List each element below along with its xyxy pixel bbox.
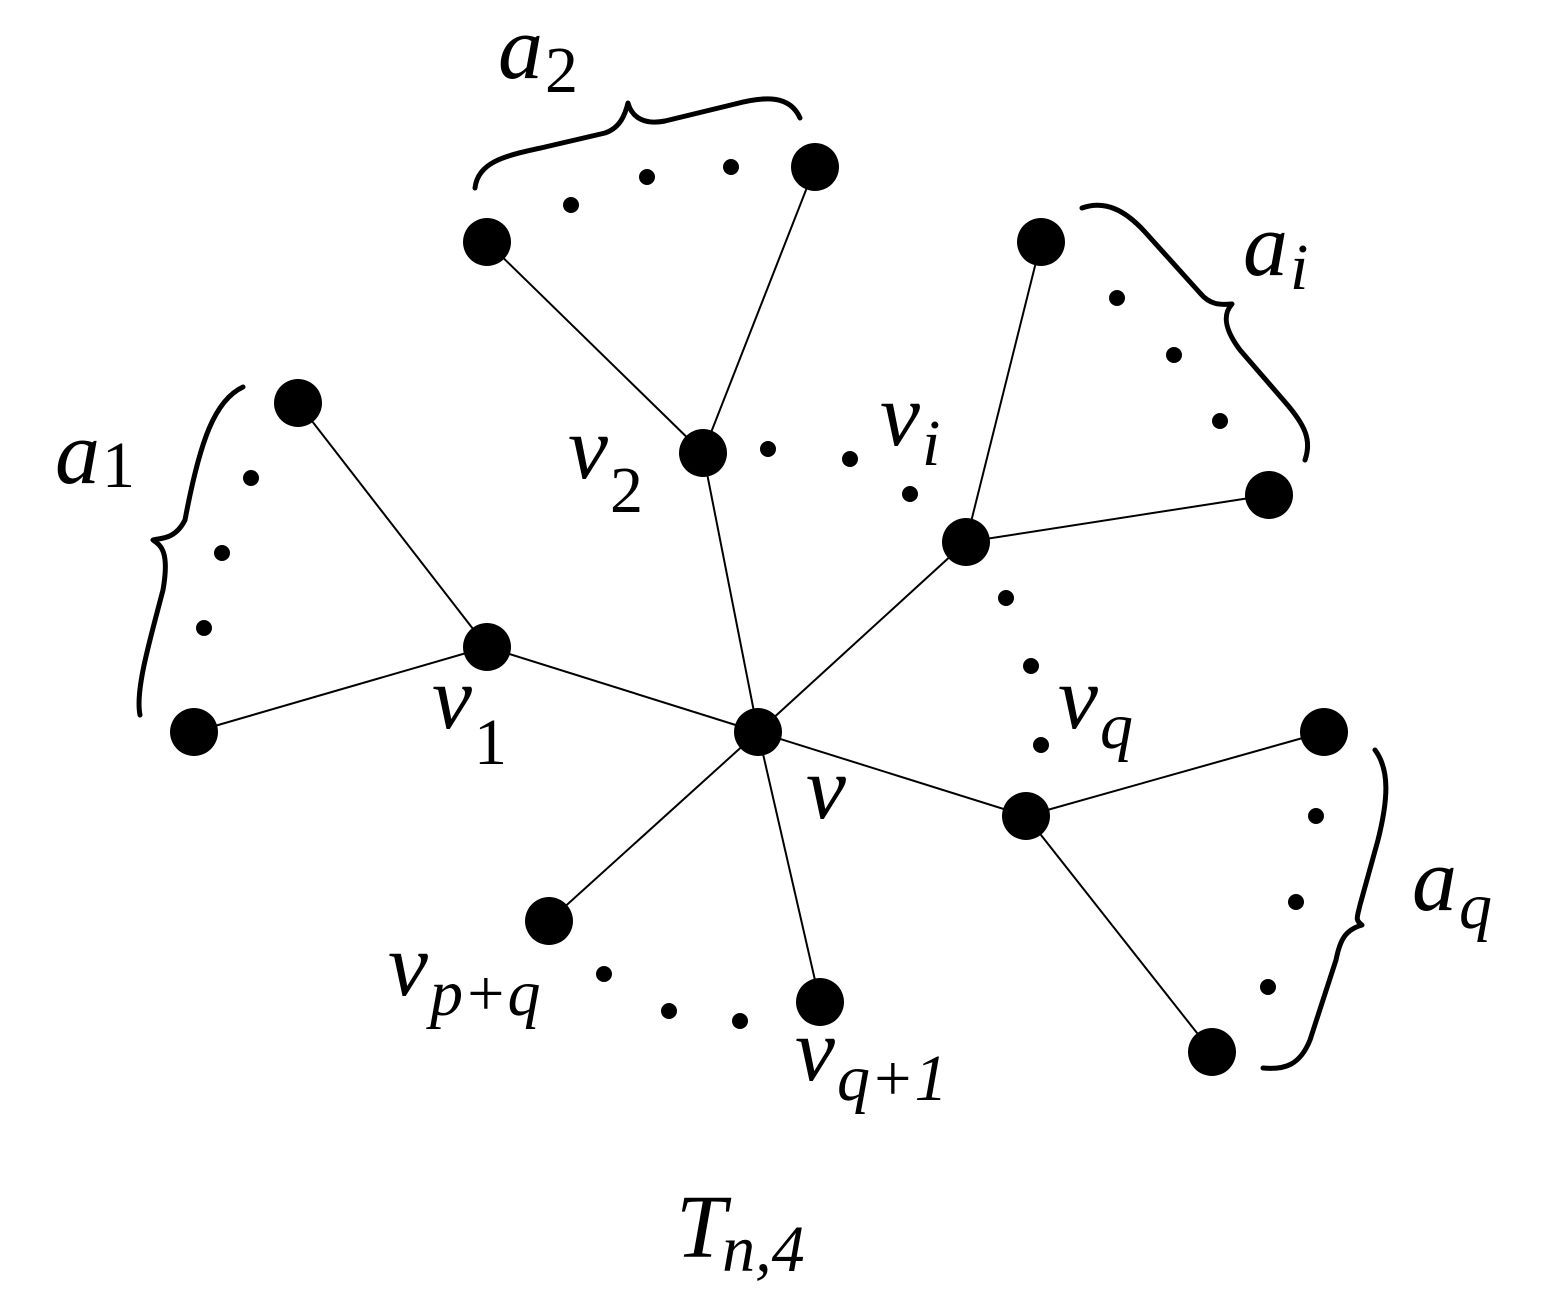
dot-a2 (723, 159, 739, 175)
brace-aq (1260, 747, 1389, 1071)
dot-ai (1109, 290, 1125, 306)
edge-v-vi (757, 541, 967, 733)
nodes (170, 143, 1348, 1076)
node-v (734, 708, 782, 756)
label-vi: vi (880, 366, 940, 480)
dot-a1 (214, 545, 230, 561)
label-v1: v1 (432, 649, 507, 779)
dot-vpq-vq1 (661, 1003, 677, 1019)
dot-aq (1308, 808, 1324, 824)
node-v1 (463, 623, 511, 671)
dot-v2-vi (902, 486, 918, 502)
leaf-ai-right (1245, 471, 1293, 519)
label-aq: aq (1412, 831, 1492, 943)
dot-v2-vi (760, 441, 776, 457)
edge-v-v1 (486, 646, 759, 733)
node-vq (1002, 792, 1050, 840)
leaf-aq-top (1300, 708, 1348, 756)
leaf-aq-bottom (1188, 1028, 1236, 1076)
edge-v-vq1 (757, 731, 821, 1003)
edge-vq-leaf-bottom (1025, 815, 1213, 1053)
dot-a1 (196, 620, 212, 636)
label-v: v (806, 739, 846, 838)
node-vq1 (796, 978, 844, 1026)
dot-a2 (639, 169, 655, 185)
brace-a1 (136, 384, 246, 718)
dot-vi-vq (998, 590, 1014, 606)
node-vpq (525, 897, 573, 945)
edge-vq-leaf-top (1025, 731, 1325, 817)
leaf-a1-top (274, 379, 322, 427)
label-a1: a1 (55, 404, 135, 503)
dot-v2-vi (842, 451, 858, 467)
brace-ai (1079, 202, 1311, 463)
dot-ai (1166, 347, 1182, 363)
edge-v1-leaf-top (297, 402, 488, 648)
edge-vi-leaf-top (965, 241, 1042, 543)
edge-v1-leaf-bottom (193, 646, 488, 733)
label-a2: a2 (498, 0, 578, 107)
dot-vpq-vq1 (732, 1013, 748, 1029)
braces (136, 96, 1389, 1071)
edge-v2-leaf-right (702, 166, 816, 454)
edge-v-vpq (548, 731, 759, 922)
leaf-a1-bottom (170, 708, 218, 756)
edges (193, 166, 1325, 1053)
label-ai: ai (1243, 196, 1308, 304)
label-v2: v2 (568, 399, 643, 527)
caption: Tn,4 (676, 1178, 805, 1286)
label-vq1: vq+1 (795, 1001, 948, 1115)
edge-v-vq (757, 731, 1027, 817)
dot-vi-vq (1023, 658, 1039, 674)
dot-aq (1260, 979, 1276, 995)
node-v2 (679, 429, 727, 477)
ellipsis-dots (196, 159, 1324, 1029)
label-vpq: vp+q (388, 916, 541, 1030)
edge-vi-leaf-right (965, 494, 1270, 543)
leaf-a2-left (463, 218, 511, 266)
edge-v2-leaf-left (486, 241, 704, 454)
labels: v v1 v2 vi vq vq+1 vp+q a1 a2 ai aq (55, 0, 1492, 1286)
dot-vi-vq (1033, 737, 1049, 753)
edge-v-v2 (702, 452, 759, 733)
node-vi (942, 518, 990, 566)
brace-a2 (472, 96, 803, 191)
dot-vpq-vq1 (596, 966, 612, 982)
dot-a1 (243, 470, 259, 486)
dot-ai (1212, 413, 1228, 429)
dot-aq (1288, 894, 1304, 910)
label-vq: vq (1058, 649, 1133, 763)
dot-a2 (563, 197, 579, 213)
leaf-a2-right (791, 143, 839, 191)
leaf-ai-top (1017, 218, 1065, 266)
